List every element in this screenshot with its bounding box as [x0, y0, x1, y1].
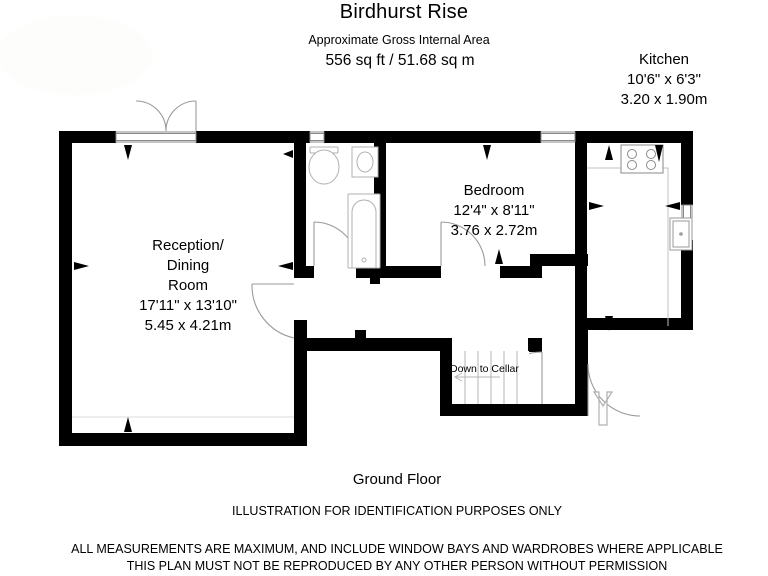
kitchen-sink-icon — [669, 217, 693, 251]
watermark-blob — [0, 15, 153, 95]
bathtub-icon — [347, 193, 381, 269]
toilet-icon — [308, 146, 340, 185]
page-title: Birdhurst Rise — [339, 1, 469, 23]
window-hall-top — [309, 131, 325, 143]
area-value: 556 sq ft / 51.68 sq m — [325, 52, 475, 69]
illustration-note: ILLUSTRATION FOR IDENTIFICATION PURPOSES… — [232, 504, 562, 518]
room-label-bedroom: Bedroom 12'4" x 8'11" 3.76 x 2.72m — [451, 181, 538, 241]
reception-metric: 5.45 x 4.21m — [144, 317, 232, 334]
bedroom-metric: 3.76 x 2.72m — [450, 222, 538, 239]
area-caption: Approximate Gross Internal Area — [308, 33, 490, 47]
walls — [59, 131, 693, 446]
door-bedroom — [440, 221, 486, 267]
door-french-reception — [135, 100, 197, 132]
bathroom-fixtures — [308, 146, 381, 269]
floor-label: Ground Floor — [352, 471, 442, 488]
hob-icon — [620, 144, 664, 174]
reception-name-line3: Room — [167, 277, 208, 294]
bedroom-imperial: 12'4" x 8'11" — [453, 202, 535, 219]
sink-icon — [351, 146, 379, 178]
windows — [115, 131, 693, 242]
kitchen-name: Kitchen — [638, 51, 690, 68]
dimension-markers — [74, 145, 680, 432]
bedroom-name: Bedroom — [463, 182, 525, 199]
entrance-arrow-icon — [592, 391, 614, 426]
room-label-kitchen: Kitchen 10'6" x 6'3" 3.20 x 1.90m — [621, 50, 708, 110]
window-bedroom-top — [540, 131, 576, 143]
kitchen-metric: 3.20 x 1.90m — [620, 91, 708, 108]
disclaimer-line-2: THIS PLAN MUST NOT BE REPRODUCED BY ANY … — [126, 559, 668, 573]
reception-name-line1: Reception/ — [152, 237, 224, 254]
stairs-to-cellar — [452, 351, 529, 404]
kitchen-imperial: 10'6" x 6'3" — [627, 71, 701, 88]
door-reception-hall — [251, 283, 295, 339]
stairs-direction-arrow — [453, 372, 500, 382]
kitchen-fixtures — [587, 144, 693, 326]
room-label-reception: Reception/ Dining Room 17'11" x 13'10" 5… — [139, 236, 237, 336]
door-entrance — [587, 363, 641, 417]
window-reception-top — [115, 131, 197, 143]
disclaimer-line-1: ALL MEASUREMENTS ARE MAXIMUM, AND INCLUD… — [71, 542, 723, 556]
cellar-annotation: Down to Cellar — [450, 363, 519, 375]
reception-imperial: 17'11" x 13'10" — [139, 297, 237, 314]
reception-name-line2: Dining — [166, 257, 210, 274]
